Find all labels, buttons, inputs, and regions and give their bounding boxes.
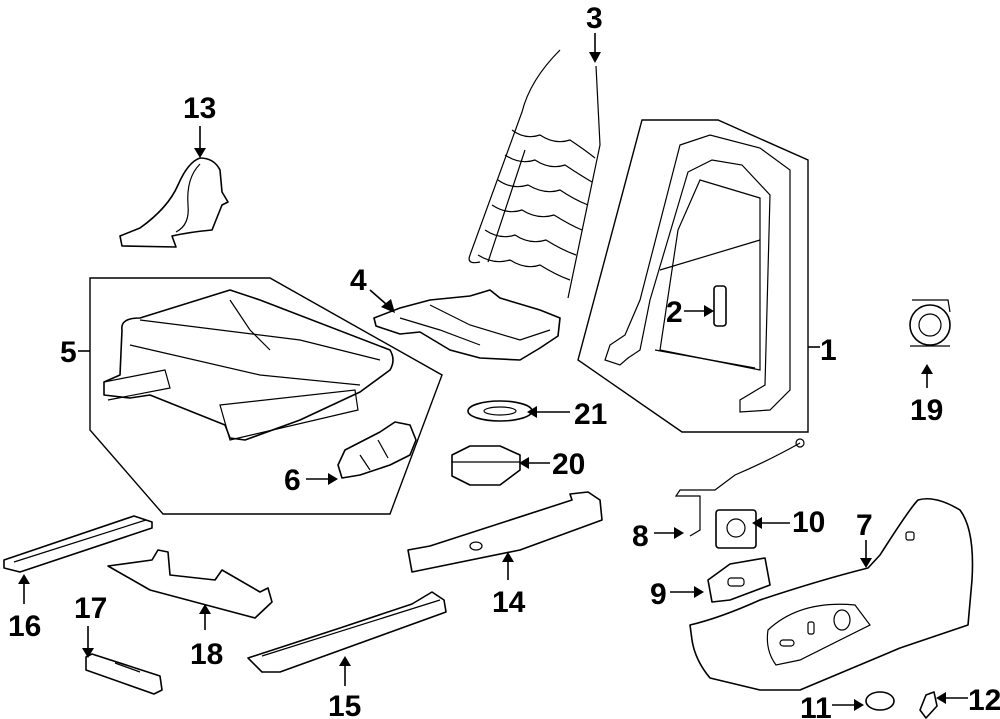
callout-20: 20 (552, 448, 585, 481)
callout-13: 13 (183, 92, 216, 125)
group-outline-1 (577, 119, 809, 433)
callout-17: 17 (74, 592, 107, 625)
part-19-speaker[interactable] (909, 299, 951, 347)
callout-11: 11 (800, 692, 832, 719)
part-3-lumbar-wire-frame[interactable] (468, 49, 601, 299)
part-15-track-cover-outer[interactable] (247, 591, 447, 673)
group-outline-5 (89, 277, 443, 515)
callout-10: 10 (792, 506, 825, 539)
callout-21: 21 (574, 398, 607, 431)
leader-lines (18, 33, 968, 711)
callout-6: 6 (284, 464, 301, 497)
callout-5: 5 (60, 336, 77, 369)
callout-18: 18 (190, 638, 223, 671)
part-17-track-end-cap[interactable] (85, 653, 163, 695)
part-16-track-cover-inner[interactable] (3, 515, 153, 573)
callout-2: 2 (666, 296, 683, 329)
part-6-adjuster-motor[interactable] (337, 421, 417, 479)
callout-1: 1 (820, 334, 837, 367)
part-21-sensor-ring[interactable] (467, 400, 533, 422)
callout-8: 8 (632, 520, 649, 553)
part-4-cushion-pan-bracket[interactable] (373, 289, 561, 361)
part-13-recliner-cover[interactable] (119, 157, 229, 248)
part-9-seat-switch[interactable] (707, 557, 771, 603)
part-10-lumbar-switch[interactable] (715, 509, 757, 549)
part-11-switch-knob[interactable] (865, 691, 895, 711)
part-20-sensor-module[interactable] (451, 445, 521, 486)
part-7-outer-side-shield[interactable] (689, 497, 974, 691)
part-2-frame-clip[interactable] (713, 285, 727, 327)
callout-4: 4 (350, 264, 367, 297)
part-8-wire-harness[interactable] (674, 438, 805, 537)
callout-9: 9 (650, 578, 667, 611)
callout-3: 3 (586, 2, 603, 35)
part-14-inner-side-shield[interactable] (407, 491, 603, 573)
callout-12: 12 (968, 684, 1000, 717)
callout-labels: 1 2 3 4 5 6 7 8 9 10 11 12 13 14 15 16 1… (8, 2, 1000, 719)
part-5-seat-adjuster-frame[interactable] (103, 289, 394, 441)
part-12-recliner-knob[interactable] (919, 691, 938, 719)
callout-15: 15 (328, 690, 361, 719)
callout-16: 16 (8, 610, 41, 643)
part-1-seat-back-frame[interactable] (604, 134, 791, 413)
callout-14: 14 (492, 586, 526, 619)
callout-19: 19 (910, 394, 943, 427)
callout-7: 7 (856, 509, 873, 542)
part-18-track-bracket[interactable] (107, 549, 273, 619)
